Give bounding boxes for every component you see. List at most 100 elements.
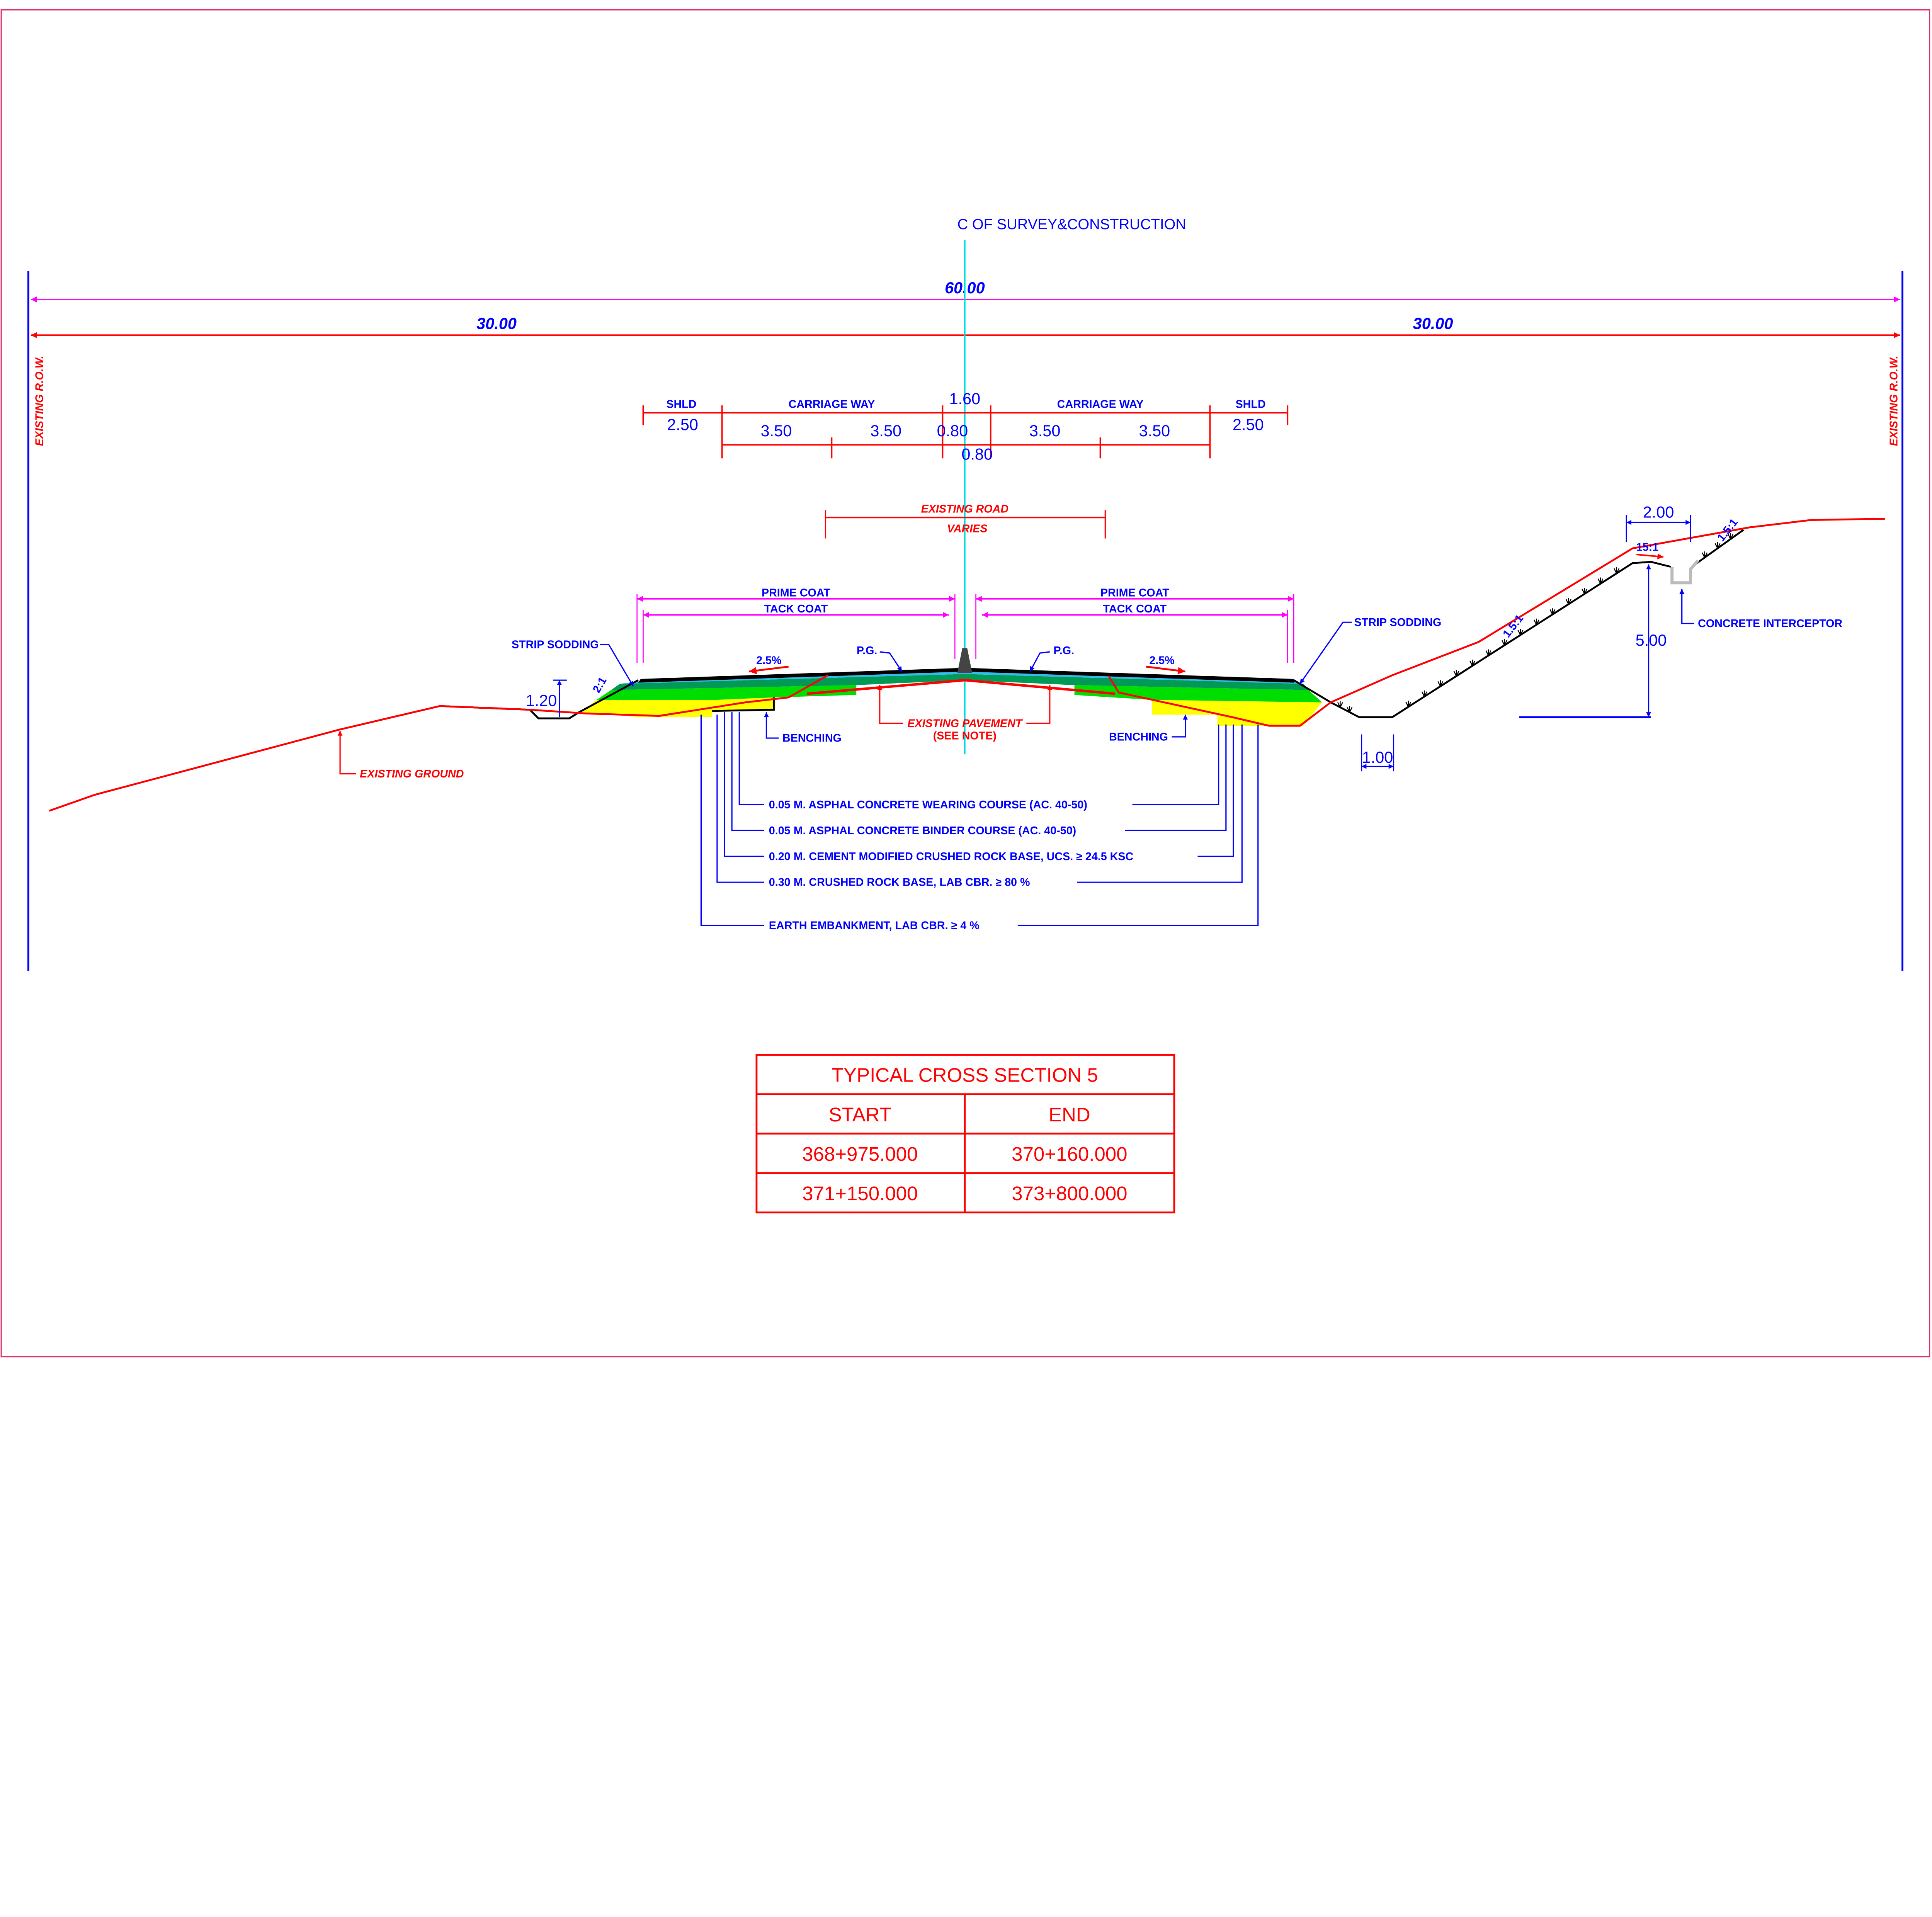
sodding-mark — [1597, 577, 1604, 585]
sodding-mark — [1485, 649, 1492, 657]
fill-slope-label: 2:1 — [590, 675, 609, 695]
berm-slope-label: 15:1 — [1636, 541, 1658, 553]
berm-width-text: 2.00 — [1643, 503, 1674, 521]
slope-arrow-right — [1146, 665, 1185, 674]
table-cell: 368+975.000 — [802, 1143, 918, 1165]
slope-right-label: 2.5% — [1149, 655, 1174, 667]
crushed-rock-right — [1074, 685, 1322, 703]
layer-callout-leaders — [700, 712, 1259, 926]
lane1-dim: 3.50 — [761, 422, 792, 440]
sodding-mark — [1453, 670, 1459, 677]
lane-dimensions — [642, 405, 1289, 459]
strip-sodding-right: STRIP SODDING — [1354, 616, 1441, 629]
cw-left-label: CARRIAGE WAY — [789, 398, 875, 410]
concrete-interceptor-label: CONCRETE INTERCEPTOR — [1698, 617, 1842, 630]
strip-sodding-right-leader — [1299, 621, 1352, 684]
shld-left-dim: 2.50 — [667, 415, 698, 434]
slope-left-label: 2.5% — [756, 655, 781, 667]
coat-dimensions — [636, 594, 1294, 663]
sodding-mark — [1421, 690, 1427, 698]
existing-pavement-line — [807, 679, 1116, 695]
ditch-depth-text: 1.20 — [526, 691, 557, 709]
table-cell: 371+150.000 — [802, 1182, 918, 1204]
layer-label-embankment: EARTH EMBANKMENT, LAB CBR. ≥ 4 % — [769, 919, 980, 932]
existing-ground-leader — [337, 730, 356, 775]
pg-right-leader — [1029, 651, 1050, 672]
median-half-right-dim: 0.80 — [961, 445, 993, 463]
shld-right-dim: 2.50 — [1233, 415, 1264, 434]
pg-left-leader — [879, 651, 903, 672]
sodding-mark — [1347, 706, 1353, 713]
dim-half-right-text: 30.00 — [1413, 314, 1453, 332]
row-label-left: EXISTING R.O.W. — [34, 356, 46, 446]
table-cell: 370+160.000 — [1012, 1143, 1127, 1165]
existing-pavement-leader-2 — [1026, 685, 1053, 724]
row-label-right: EXISTING R.O.W. — [1888, 356, 1900, 446]
lane4-dim: 3.50 — [1139, 422, 1170, 440]
median-dim: 1.60 — [949, 390, 980, 408]
sodding-mark — [1582, 588, 1588, 595]
strip-sodding-left-leader — [600, 644, 634, 687]
layer-label-cement-base: 0.20 M. CEMENT MODIFIED CRUSHED ROCK BAS… — [769, 850, 1133, 863]
layer-label-crushed-rock: 0.30 M. CRUSHED ROCK BASE, LAB CBR. ≥ 80… — [769, 876, 1030, 889]
concrete-interceptor-shape — [1670, 560, 1699, 585]
prime-coat-right: PRIME COAT — [1100, 587, 1169, 599]
sodding-mark — [1533, 618, 1539, 626]
berm-slope-arrow — [1636, 553, 1664, 560]
earth-embankment-left — [582, 697, 774, 717]
sodding-mark — [1714, 542, 1721, 549]
centerline-label: C OF SURVEY&CONSTRUCTION — [957, 216, 1186, 233]
see-note-label: (SEE NOTE) — [933, 730, 997, 742]
median-barrier — [957, 648, 972, 673]
pg-left-label: P.G. — [857, 645, 878, 657]
existing-ground-label: EXISTING GROUND — [360, 768, 464, 780]
sodding-mark — [1549, 608, 1556, 616]
median-half-left-dim: 0.80 — [937, 422, 968, 440]
shld-right-label: SHLD — [1236, 398, 1266, 410]
benching-right: BENCHING — [1109, 731, 1168, 743]
tack-coat-left: TACK COAT — [764, 603, 828, 615]
sodding-mark — [1437, 680, 1444, 687]
dim-half-left-text: 30.00 — [476, 314, 517, 332]
sodding-mark — [1469, 660, 1476, 667]
sheet-border — [0, 9, 1930, 1357]
varies-label: VARIES — [947, 523, 988, 535]
sodding-mark — [1565, 598, 1571, 606]
prime-coat-left: PRIME COAT — [762, 587, 830, 599]
layer-label-binder: 0.05 M. ASPHAL CONCRETE BINDER COURSE (A… — [769, 825, 1076, 837]
sodding-mark — [1702, 551, 1708, 559]
sodding-marks — [1337, 533, 1734, 713]
existing-pavement-label: EXISTING PAVEMENT — [907, 717, 1023, 730]
cw-right-label: CARRIAGE WAY — [1057, 398, 1144, 410]
cement-base — [611, 674, 1309, 690]
existing-pavement-leader — [877, 685, 903, 724]
sodding-mark — [1614, 567, 1620, 575]
table-title: TYPICAL CROSS SECTION 5 — [832, 1064, 1098, 1086]
interceptor-leader — [1679, 589, 1694, 624]
ditch-width-text: 1.00 — [1362, 748, 1393, 766]
pavement-structure — [582, 648, 1322, 726]
existing-ground-right — [1108, 518, 1885, 727]
lane2-dim: 3.50 — [870, 422, 901, 440]
tack-coat-right: TACK COAT — [1103, 603, 1167, 615]
cross-section-drawing: EXISTING R.O.W. EXISTING R.O.W. 60.00 30… — [0, 9, 1930, 1357]
strip-sodding-left: STRIP SODDING — [512, 638, 599, 651]
sodding-mark — [1517, 629, 1524, 636]
sodding-mark — [1728, 533, 1734, 540]
table-cell: 373+800.000 — [1012, 1182, 1127, 1204]
lane3-dim: 3.50 — [1029, 422, 1061, 440]
benching-left: BENCHING — [782, 732, 842, 745]
existing-road-label: EXISTING ROAD — [921, 503, 1009, 515]
table-header-end: END — [1049, 1104, 1090, 1126]
existing-ground-line — [49, 674, 829, 812]
section-table — [755, 1054, 1175, 1214]
benching-step-left — [712, 697, 775, 712]
sodding-mark — [1337, 701, 1343, 709]
earth-embankment-right — [1152, 700, 1322, 726]
slope-arrow-left — [749, 665, 789, 674]
pg-right-label: P.G. — [1053, 645, 1074, 657]
benching-left-leader — [764, 712, 779, 739]
layer-label-wearing: 0.05 M. ASPHAL CONCRETE WEARING COURSE (… — [769, 799, 1087, 811]
cut-height-text: 5.00 — [1636, 631, 1667, 649]
benching-right-leader — [1172, 714, 1188, 738]
